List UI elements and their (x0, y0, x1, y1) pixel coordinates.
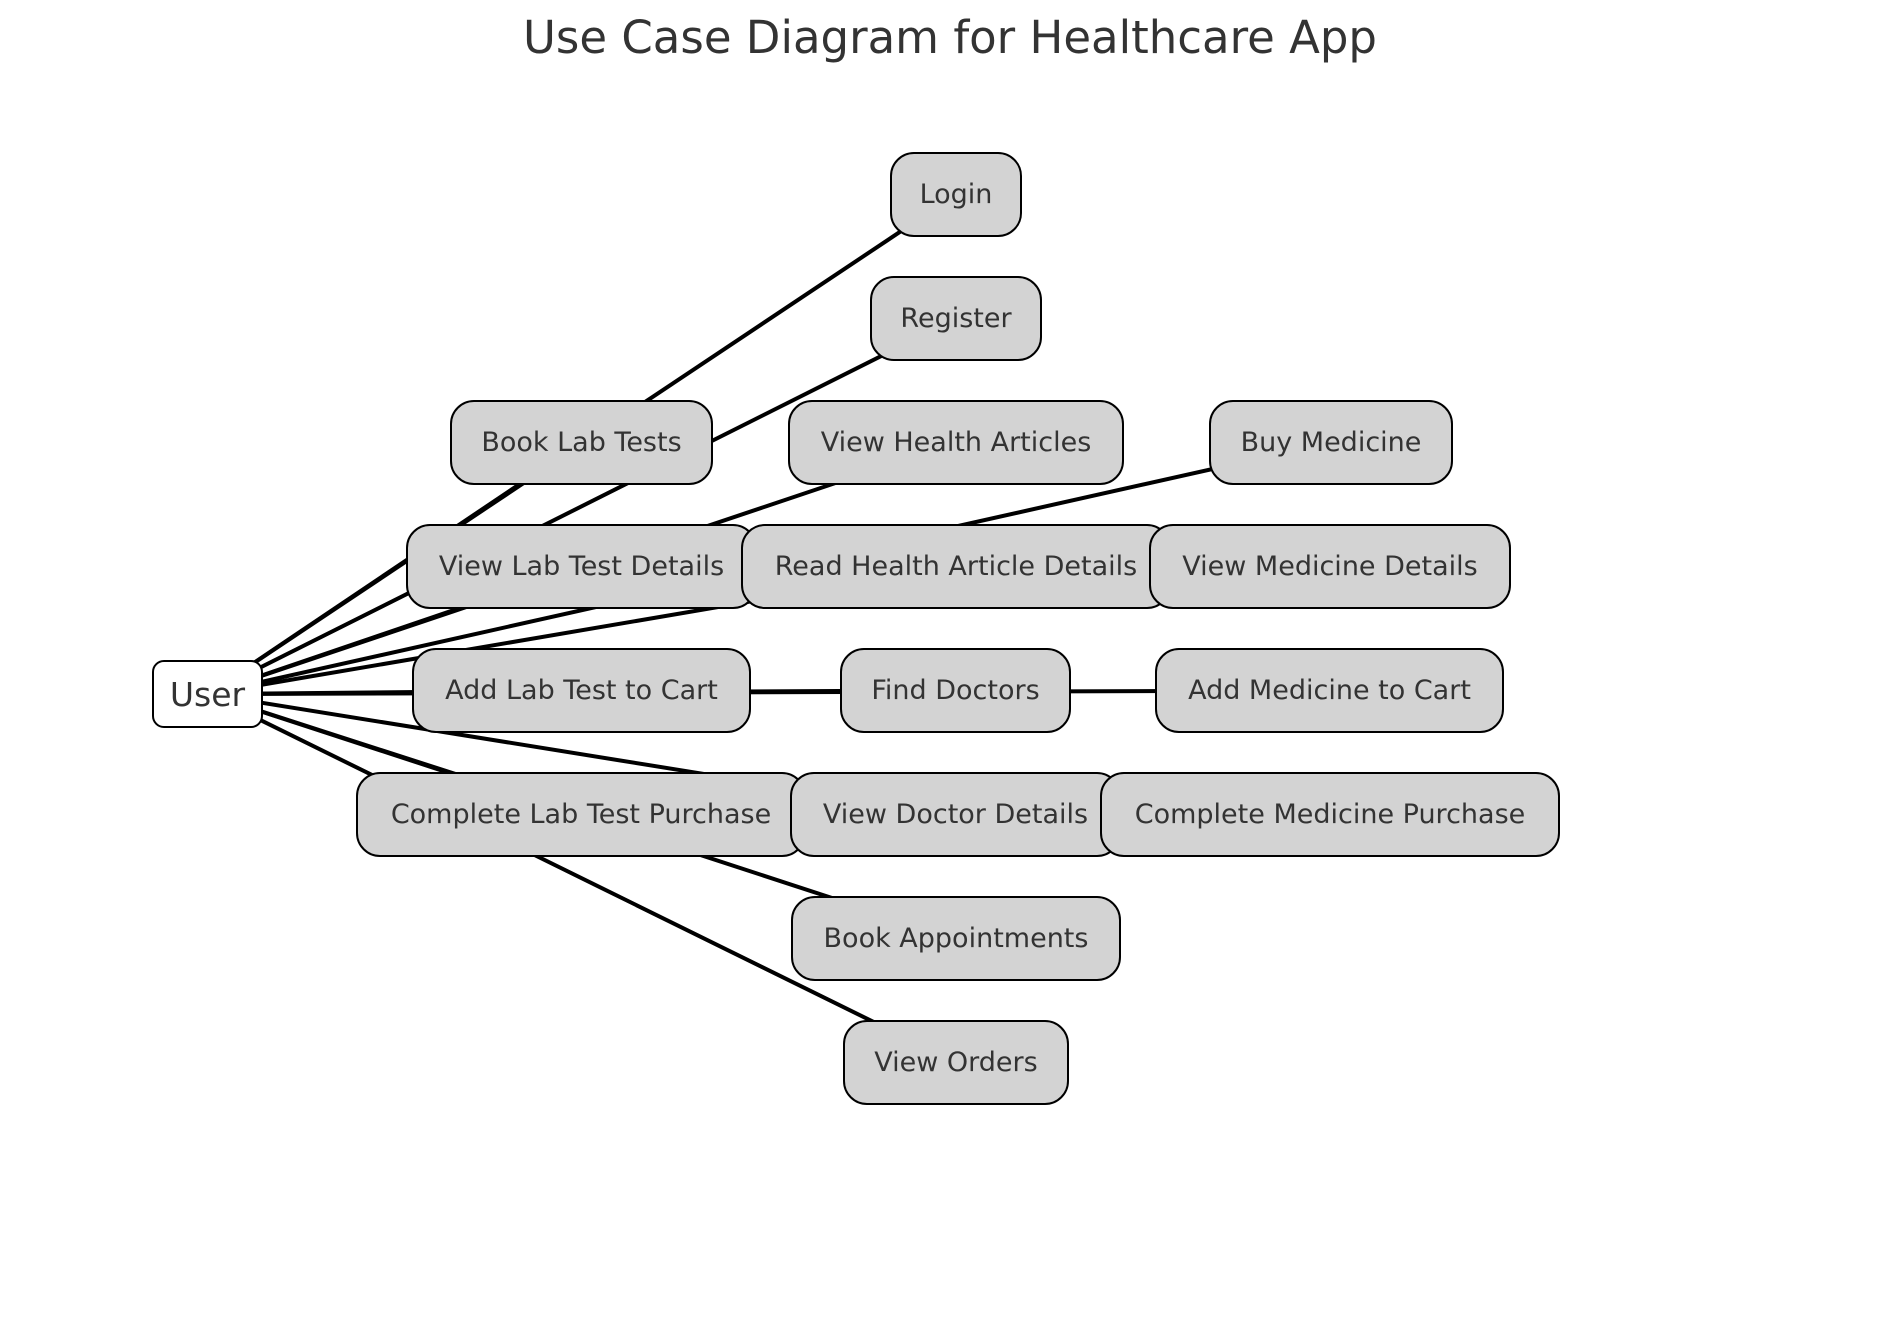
use-case-buy-medicine[interactable]: Buy Medicine (1209, 400, 1453, 485)
use-case-view-health-articles[interactable]: View Health Articles (788, 400, 1124, 485)
use-case-find-doctors[interactable]: Find Doctors (840, 648, 1071, 733)
association-line-add-medicine-to-cart (207, 688, 1330, 696)
use-case-view-lab-test-details[interactable]: View Lab Test Details (406, 524, 757, 609)
use-case-add-lab-test-to-cart[interactable]: Add Lab Test to Cart (412, 648, 751, 733)
actor-user[interactable]: User (152, 660, 263, 728)
use-case-complete-lab-test-purchase[interactable]: Complete Lab Test Purchase (356, 772, 806, 857)
use-case-login[interactable]: Login (890, 152, 1022, 237)
use-case-book-appointments[interactable]: Book Appointments (791, 896, 1121, 981)
association-line-view-orders (206, 692, 957, 1065)
use-case-book-lab-tests[interactable]: Book Lab Tests (450, 400, 713, 485)
use-case-view-medicine-details[interactable]: View Medicine Details (1149, 524, 1511, 609)
use-case-read-health-article-details[interactable]: Read Health Article Details (741, 524, 1171, 609)
association-line-register (206, 316, 957, 696)
use-case-view-doctor-details[interactable]: View Doctor Details (790, 772, 1121, 857)
use-case-add-medicine-to-cart[interactable]: Add Medicine to Cart (1155, 648, 1504, 733)
use-case-view-orders[interactable]: View Orders (843, 1020, 1069, 1105)
use-case-complete-medicine-purchase[interactable]: Complete Medicine Purchase (1100, 772, 1560, 857)
diagram-title: Use Case Diagram for Healthcare App (523, 11, 1377, 64)
use-case-register[interactable]: Register (870, 276, 1042, 361)
